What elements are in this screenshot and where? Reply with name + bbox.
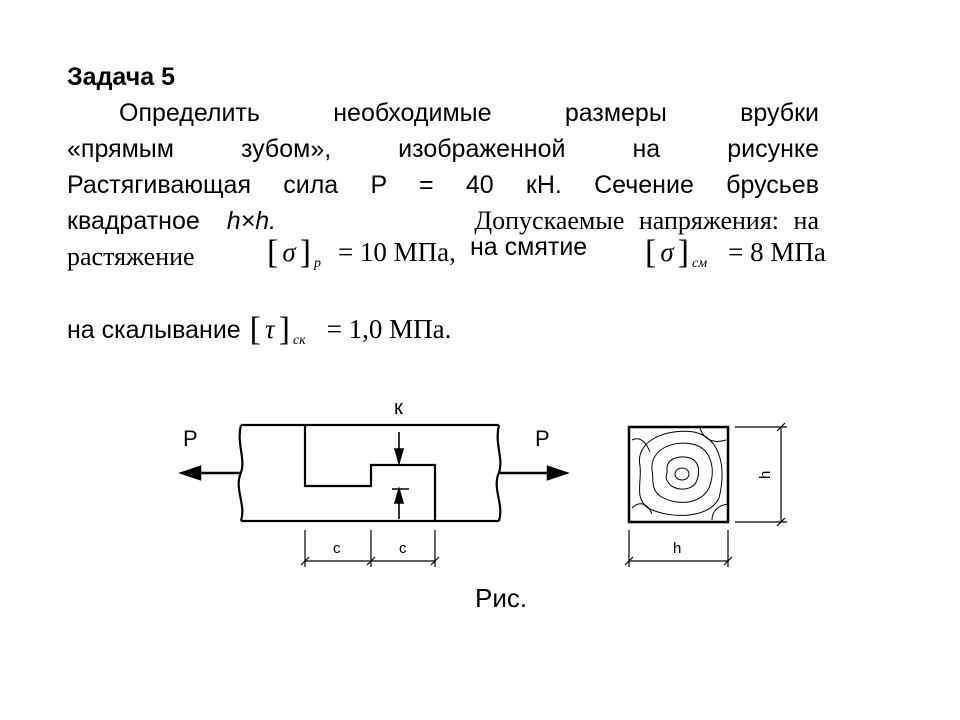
- force-label-left: P: [183, 426, 198, 451]
- dim-label-h-bottom: h: [673, 540, 681, 557]
- shear-value: = 1,0 МПа.: [326, 314, 452, 344]
- text-line-2: «прямым зубом», изображенной на рисунке: [67, 135, 819, 163]
- tau-symbol: τ: [264, 314, 275, 344]
- arrowhead-left-icon: [178, 465, 202, 481]
- force-label-right: P: [535, 426, 550, 451]
- dim-label-h-right: h: [757, 471, 774, 479]
- dim-label-c1: c: [333, 540, 341, 557]
- k-arrowhead-down-icon: [393, 448, 405, 466]
- beam-left-break: [237, 424, 244, 522]
- crush-subscript: см: [691, 256, 708, 271]
- beam-right-break: [495, 424, 502, 522]
- text-line-3: Растягивающая сила P = 40 кН. Сечение бр…: [67, 171, 819, 199]
- allowable-stress-label: Допускаемые напряжения: на: [474, 206, 819, 235]
- figure-caption: Рис.: [475, 583, 528, 613]
- tooth-joint-line: [303, 425, 437, 521]
- text-line-5: растяжение [σ]p = 10 МПа, на смятие [σ]с…: [67, 233, 826, 275]
- crush-value: = 8 МПа: [728, 237, 826, 267]
- dim-label-c2: c: [399, 540, 407, 557]
- h-tick-4: [776, 517, 786, 527]
- joint-figure: P P к c c h h: [178, 397, 787, 567]
- sigma-symbol: σ: [282, 237, 296, 267]
- task-text: Определить необходимые размеры врубки «п…: [67, 95, 826, 275]
- tension-subscript: p: [313, 256, 321, 271]
- tension-label: растяжение: [67, 242, 195, 271]
- dim-tick-1: [300, 556, 310, 566]
- tension-value: = 10 МПа,: [337, 237, 456, 267]
- shear-subscript: ск: [292, 333, 306, 348]
- task-title: Задача 5: [67, 63, 175, 91]
- shear-line: на скалывание [τ]ск = 1,0 МПа.: [67, 308, 451, 355]
- arrowhead-right-icon: [546, 465, 570, 481]
- k-label: к: [394, 397, 403, 419]
- crush-label: на смятие: [470, 233, 588, 261]
- section-variable: h×h.: [226, 207, 277, 235]
- shear-label: на скалывание: [67, 316, 241, 344]
- text-line-4-prefix: квадратное: [67, 207, 200, 235]
- k-arrowhead-up-icon: [393, 486, 405, 504]
- sigma-symbol-2: σ: [660, 237, 674, 267]
- tension-formula: [σ]p = 10 МПа,: [267, 234, 456, 272]
- dim-tick-3: [430, 556, 440, 566]
- text-line-1: Определить необходимые размеры врубки: [119, 99, 819, 127]
- h-tick-1: [624, 556, 634, 566]
- shear-formula: [τ]ск = 1,0 МПа.: [249, 311, 452, 348]
- dim-tick-2: [366, 556, 376, 566]
- wood-grain-rings: [631, 427, 729, 521]
- cross-section-square: [627, 425, 730, 524]
- h-tick-2: [723, 556, 733, 566]
- text-line-4: квадратное h×h. Допускаемые напряжения: …: [67, 203, 819, 239]
- crush-formula: [σ]см = 8 МПа: [645, 234, 826, 272]
- h-tick-3: [776, 422, 786, 432]
